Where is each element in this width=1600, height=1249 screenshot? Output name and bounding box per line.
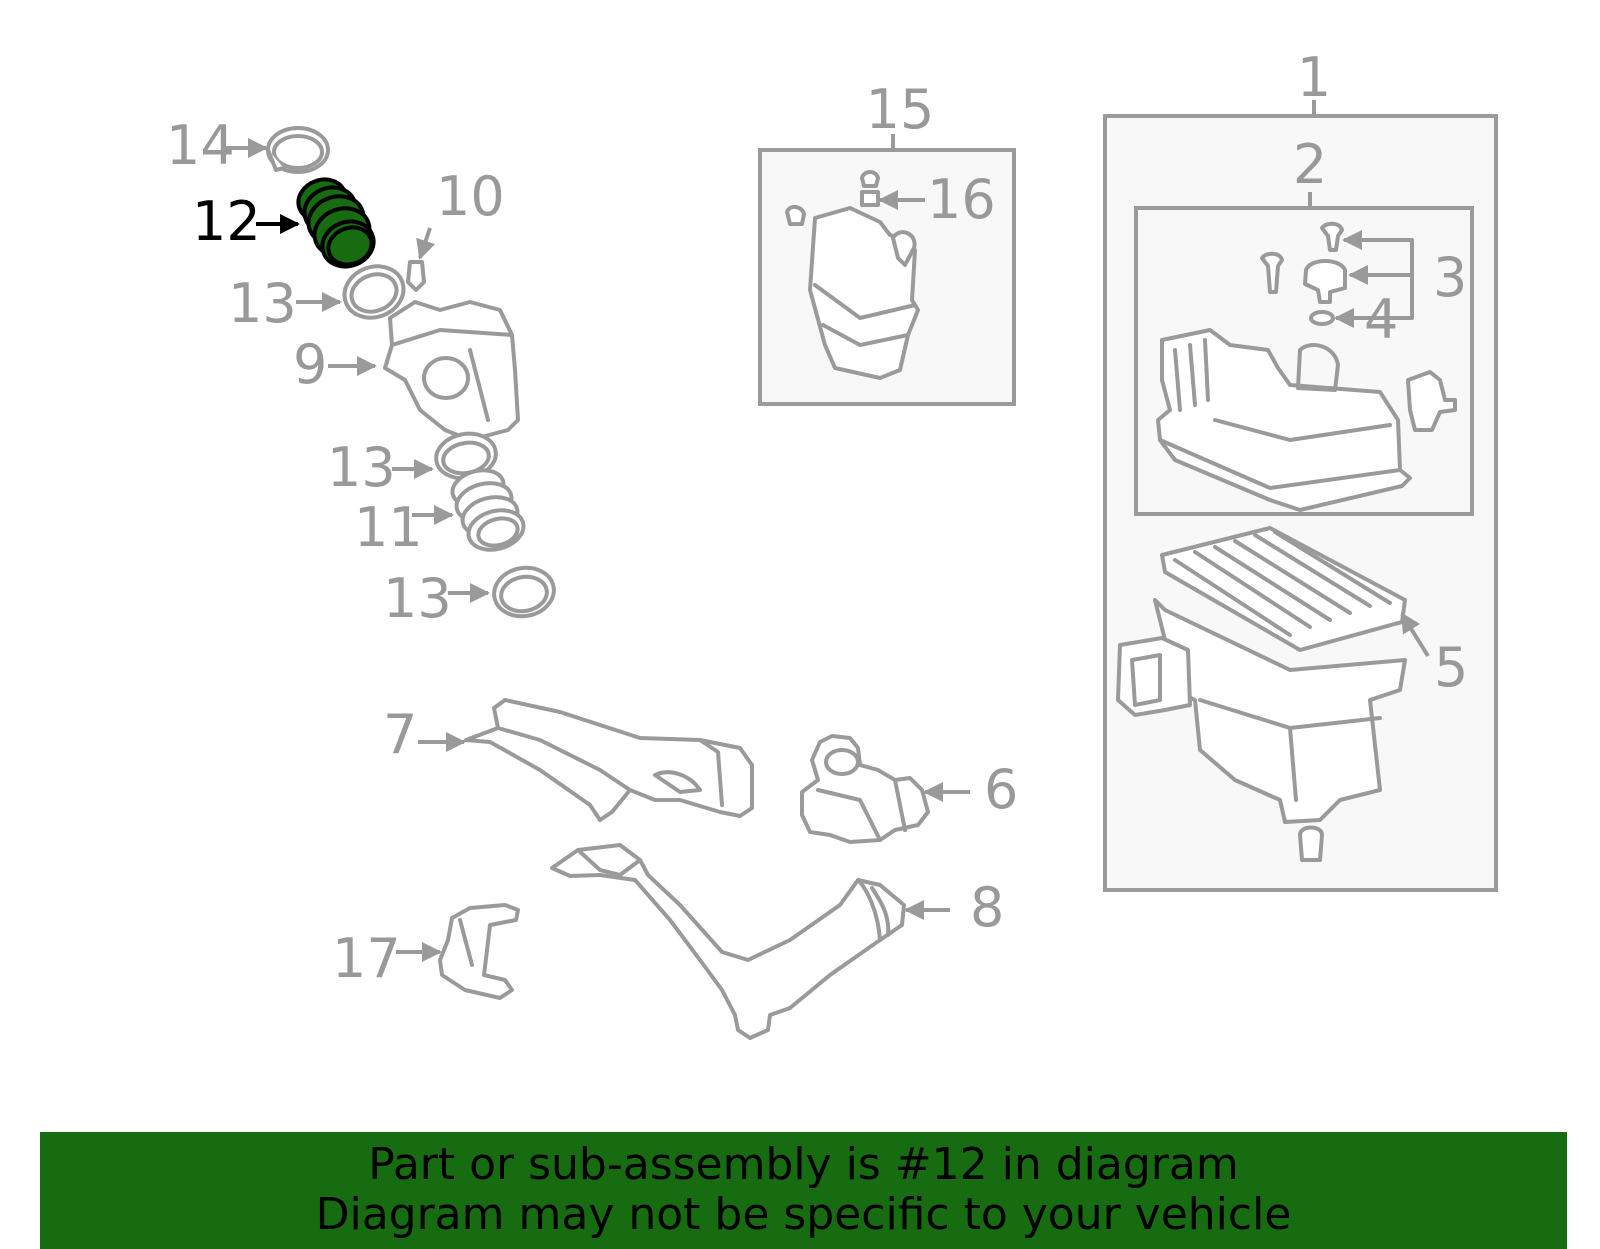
part-10-clip: 10 <box>406 165 505 292</box>
callout-1: 1 <box>1297 46 1331 109</box>
banner-line-2: Diagram may not be specific to your vehi… <box>315 1189 1292 1240</box>
callout-12: 12 <box>192 190 261 253</box>
callout-4: 4 <box>1364 288 1398 351</box>
callout-16: 16 <box>927 168 996 231</box>
callout-14: 14 <box>166 114 235 177</box>
air-cleaner-case <box>1116 598 1407 862</box>
callout-10: 10 <box>436 165 505 228</box>
part-8-lower-duct: 8 <box>550 843 1004 1040</box>
callout-3: 3 <box>1433 246 1467 309</box>
info-banner: Part or sub-assembly is #12 in diagram D… <box>40 1132 1567 1249</box>
banner-line-1: Part or sub-assembly is #12 in diagram <box>368 1139 1239 1190</box>
part-11-hose: 11 <box>354 468 526 559</box>
part-6-resonator: 6 <box>800 734 1018 844</box>
callout-6: 6 <box>984 758 1018 821</box>
screw-and-sensor-3-4: 3 4 <box>1260 221 1467 351</box>
callout-11: 11 <box>354 496 423 559</box>
callout-5: 5 <box>1434 636 1468 699</box>
part-7-inlet-duct: 7 <box>383 698 754 822</box>
callout-7: 7 <box>383 703 417 766</box>
assembly-frame-15: 15 16 <box>758 78 1016 406</box>
part-17-bracket: 17 <box>332 903 520 1000</box>
callout-15: 15 <box>866 78 935 141</box>
part-9-housing: 9 <box>293 300 520 442</box>
callout-8: 8 <box>970 876 1004 939</box>
air-filter-element: 5 <box>1160 526 1468 699</box>
part-12-hose-highlighted: 12 <box>192 177 376 269</box>
callout-13c: 13 <box>383 567 452 630</box>
callout-17: 17 <box>332 927 401 990</box>
part-13-clamp-c: 13 <box>383 565 556 630</box>
callout-13b: 13 <box>327 436 396 499</box>
callout-13a: 13 <box>228 272 297 335</box>
callout-2: 2 <box>1293 133 1327 196</box>
side-sensor <box>1406 370 1457 432</box>
part-14-clamp: 14 <box>166 114 330 177</box>
air-cleaner-cap <box>1156 328 1412 512</box>
callout-9: 9 <box>293 333 327 396</box>
part-13-clamp-a: 13 <box>228 264 406 335</box>
